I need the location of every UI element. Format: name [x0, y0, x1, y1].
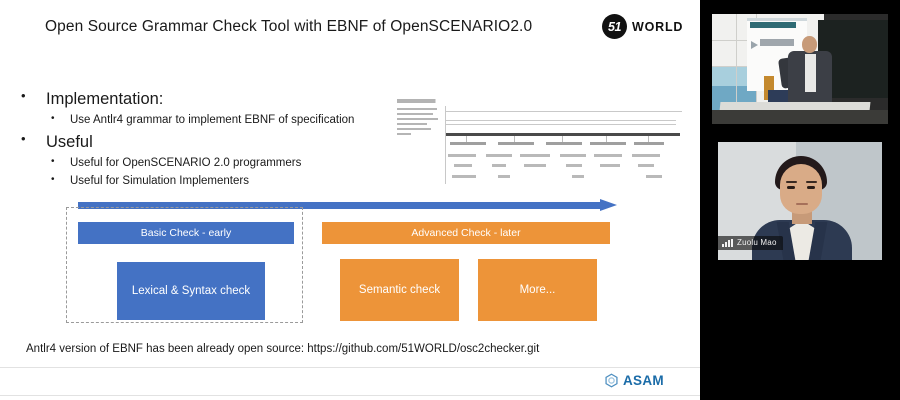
thumbnail-titlebar [397, 99, 467, 103]
participant-video-panel: Zuolu Mao [700, 0, 900, 400]
timeline-arrow-head-icon [600, 199, 617, 211]
slide-caption-open-source-link: Antlr4 version of EBNF has been already … [26, 343, 540, 355]
participant-mouth [796, 203, 808, 205]
thumbnail-divider [445, 106, 446, 184]
thumbnail-rule [446, 120, 676, 121]
presenter-shirt [805, 54, 816, 92]
sponsor-banner-strip [750, 22, 796, 28]
thumbnail-root-bar [446, 133, 680, 136]
participant-eye-right [807, 186, 815, 189]
check-box-semantic: Semantic check [340, 259, 459, 321]
video-tile-webcam[interactable]: Zuolu Mao [700, 136, 900, 266]
mathworks-wordmark [760, 39, 794, 46]
video-frame-presenter [712, 14, 888, 124]
signal-strength-icon [722, 238, 733, 247]
thumbnail-rule [446, 124, 676, 125]
51world-logo: 51 WORLD [602, 14, 683, 39]
stage-floor [712, 110, 888, 124]
asam-hexagon-icon [605, 373, 618, 388]
51world-logo-mark: 51 [602, 14, 627, 39]
mathworks-logo-icon [751, 41, 758, 49]
video-frame-webcam: Zuolu Mao [718, 142, 882, 260]
bullet-list: Implementation: Use Antlr4 grammar to im… [18, 87, 418, 191]
thumbnail-sidebar [397, 108, 441, 138]
phase-bar-advanced-check: Advanced Check - later [322, 222, 610, 244]
bullet-useful-sub-2: Useful for Simulation Implementers [18, 172, 418, 190]
timeline-arrow [78, 199, 618, 212]
participant-face [780, 164, 822, 214]
stage-chair [768, 90, 794, 104]
participant-name-label: Zuolu Mao [737, 238, 777, 247]
asam-logo-text: ASAM [623, 373, 664, 388]
bullet-implementation-sub-1: Use Antlr4 grammar to implement EBNF of … [18, 111, 418, 129]
footer-divider-top [0, 367, 700, 368]
presenter-head [802, 36, 817, 53]
stage-prop-stand [764, 76, 774, 100]
check-box-lexical-syntax: Lexical & Syntax check [117, 262, 265, 320]
participant-eyebrow-right [806, 181, 817, 183]
timeline-arrow-shaft [78, 202, 602, 209]
bullet-useful-sub-1: Useful for OpenSCENARIO 2.0 programmers [18, 154, 418, 172]
participant-eye-left [787, 186, 795, 189]
video-tile-empty[interactable] [700, 268, 900, 400]
asam-logo: ASAM [604, 373, 664, 388]
slide-title: Open Source Grammar Check Tool with EBNF… [45, 18, 533, 35]
bullet-implementation: Implementation: [18, 87, 418, 110]
phase-bar-basic-check: Basic Check - early [78, 222, 294, 244]
51world-logo-text: WORLD [632, 19, 684, 34]
parse-tree-screenshot-thumbnail [394, 98, 682, 184]
footer-divider-bottom [0, 395, 700, 396]
participant-eyebrow-left [786, 181, 797, 183]
basic-check-group-outline [66, 207, 303, 323]
participant-name-badge: Zuolu Mao [718, 236, 783, 250]
check-box-more: More... [478, 259, 597, 321]
video-tile-presenter[interactable] [700, 4, 900, 132]
bullet-useful: Useful [18, 130, 418, 153]
presentation-slide: Open Source Grammar Check Tool with EBNF… [0, 0, 700, 400]
thumbnail-rule [446, 111, 682, 112]
